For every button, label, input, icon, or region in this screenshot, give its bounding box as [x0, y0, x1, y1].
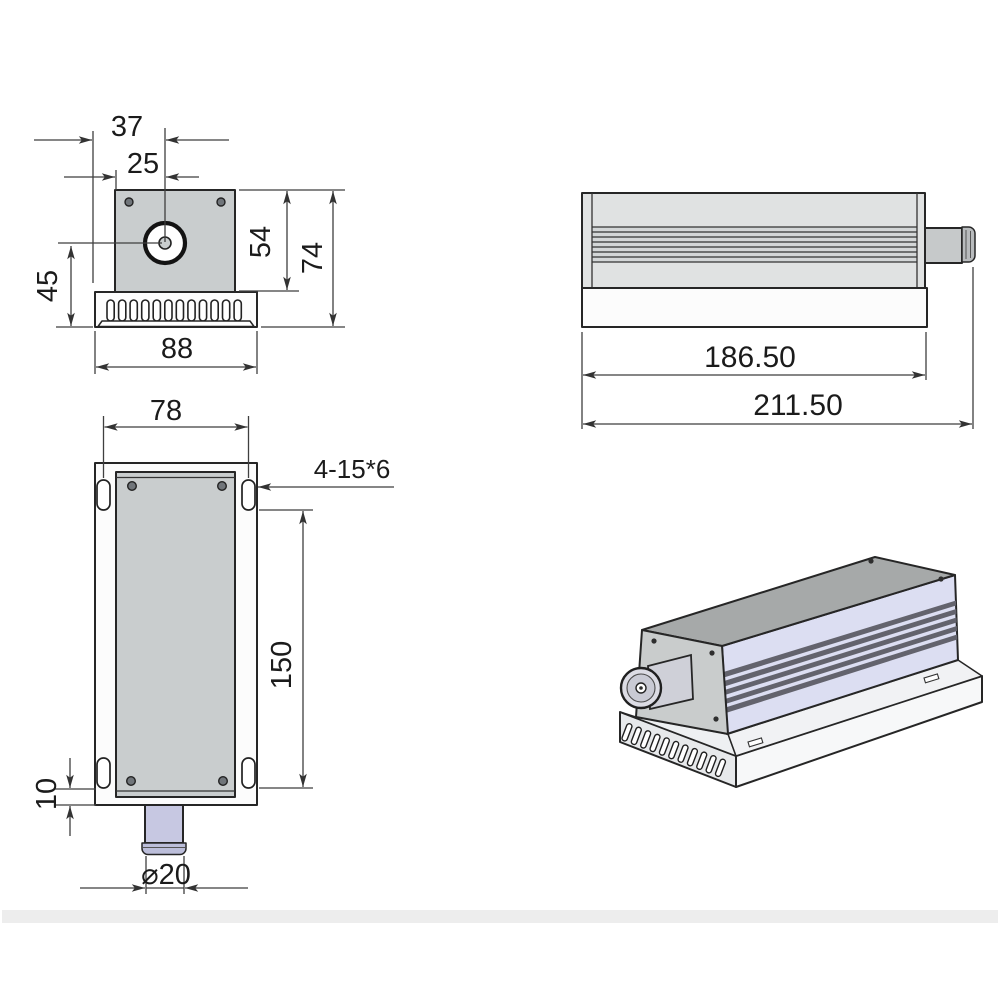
rib-strip	[724, 617, 957, 695]
side-snout	[924, 227, 963, 264]
mounting-slot	[241, 757, 256, 789]
heatsink-fin	[152, 299, 162, 322]
heatsink-fin	[117, 299, 127, 322]
dim-label-211-50: 211.50	[753, 389, 843, 422]
base-fin	[649, 733, 661, 753]
screw-hole	[217, 776, 228, 787]
screw-dot	[713, 716, 719, 722]
dim-54: 54	[239, 189, 345, 292]
screw-hole	[125, 776, 136, 787]
base-fin	[621, 723, 633, 742]
iso-aperture-center	[639, 686, 643, 690]
heatsink-fins	[106, 299, 243, 322]
top-view: 78 4-15*6 150 10 ⌀20	[31, 395, 394, 894]
footer-band	[2, 910, 998, 923]
rib-strip	[725, 634, 958, 713]
dim-20: ⌀20	[80, 856, 248, 894]
screw-hole	[126, 481, 137, 492]
dim-label-10: 10	[31, 778, 63, 810]
screw-hole	[124, 197, 134, 207]
side-view: 186.50 211.50	[581, 192, 976, 429]
dim-37: 37	[34, 111, 229, 144]
rib-strip	[723, 600, 957, 678]
mounting-slot	[96, 757, 111, 789]
top-snout-cap	[141, 842, 187, 856]
heatsink-fin	[140, 299, 150, 322]
rib-strip	[725, 626, 957, 704]
front-view: 37 25 45 54 74 88	[32, 111, 345, 374]
dim-150: 150	[259, 509, 313, 789]
base-fin	[640, 730, 652, 749]
base-fin	[705, 754, 717, 774]
dim-label-186-50: 186.50	[704, 341, 796, 374]
dim-211-50: 211.50	[583, 389, 972, 428]
dim-25: 25	[64, 148, 199, 181]
side-ridge-lines	[592, 226, 917, 263]
isometric-view	[619, 556, 983, 788]
dim-74: 74	[261, 191, 345, 328]
base-notch	[747, 737, 764, 748]
dim-10: 10	[31, 758, 96, 836]
slot-callout-label: 4-15*6	[314, 454, 391, 484]
dim-label-88: 88	[161, 333, 193, 365]
base-fin	[677, 744, 689, 763]
screw-hole	[216, 197, 226, 207]
mounting-slot	[96, 479, 111, 511]
dim-186-50: 186.50	[583, 341, 925, 379]
dim-label-78: 78	[150, 395, 182, 427]
side-ridge-band	[592, 227, 917, 262]
dim-label-74: 74	[297, 242, 329, 274]
screw-dot	[709, 650, 715, 656]
mounting-slot	[241, 479, 256, 511]
iso-side-ribs	[723, 600, 958, 713]
iso-base-notch	[747, 737, 764, 748]
iso-base-notch	[923, 673, 940, 684]
screw-dot	[868, 558, 874, 564]
heatsink-fin	[233, 299, 243, 322]
top-body	[115, 471, 236, 798]
heatsink-fin	[164, 299, 173, 322]
rib-strip	[724, 609, 957, 687]
base-notch	[923, 673, 940, 684]
side-base-plate	[581, 287, 928, 328]
heatsink-fin	[221, 299, 231, 322]
iso-base-fins	[621, 723, 727, 778]
top-snout	[144, 804, 184, 844]
dim-label-37: 37	[111, 111, 143, 143]
dim-label-diameter-20: ⌀20	[141, 859, 191, 891]
side-snout-cap	[961, 226, 976, 263]
heatsink-fin	[187, 299, 196, 322]
base-fin	[714, 758, 727, 778]
dim-88: 88	[94, 331, 258, 374]
slot-callout: 4-15*6	[258, 454, 394, 491]
heatsink-fin	[198, 299, 208, 322]
base-fin	[630, 726, 642, 746]
heatsink-fin	[129, 299, 139, 322]
dim-label-150: 150	[266, 641, 298, 689]
heatsink-fin	[175, 299, 185, 322]
base-fin	[686, 747, 699, 767]
base-fin	[668, 740, 680, 760]
dim-label-45: 45	[32, 270, 64, 302]
base-fin	[658, 737, 671, 756]
dim-label-25: 25	[127, 148, 159, 180]
dim-label-54: 54	[245, 226, 277, 258]
heatsink-fin	[106, 299, 115, 322]
dim-45: 45	[32, 246, 93, 328]
heatsink-flange	[97, 320, 255, 328]
base-fin	[696, 751, 708, 771]
heatsink-fin	[210, 299, 219, 322]
dim-78: 78	[102, 395, 250, 478]
screw-dot	[938, 576, 944, 582]
screw-dot	[651, 638, 657, 644]
screw-hole	[216, 481, 227, 492]
